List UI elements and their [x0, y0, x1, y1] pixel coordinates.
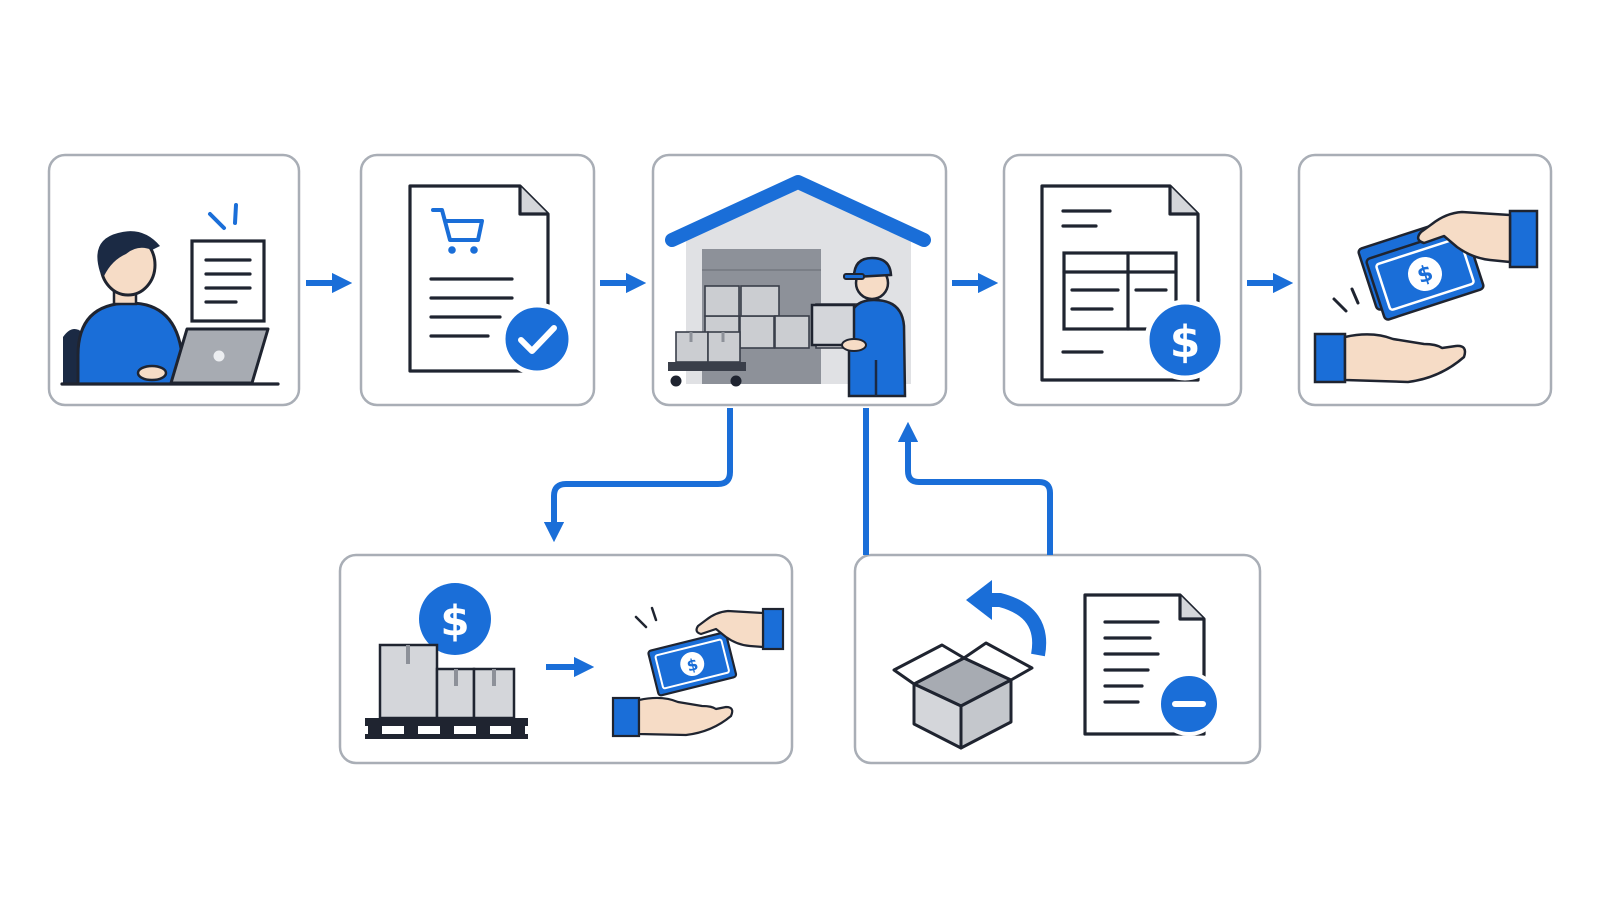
dollar-badge-icon	[419, 583, 491, 655]
cash-bill-icon: $	[647, 631, 738, 697]
dollar-symbol: $	[440, 597, 469, 646]
arrow-returns-to-warehouse	[897, 421, 1053, 555]
invoice-dollar-icon: $	[1040, 184, 1226, 382]
cash-bill-icon: $	[1365, 227, 1485, 321]
cap-icon	[852, 256, 893, 279]
dollar-badge-icon	[1144, 299, 1226, 381]
shopping-cart-icon	[431, 208, 484, 254]
dollar-symbol: $	[1170, 317, 1201, 368]
return-arrow-icon	[986, 593, 1047, 657]
order-document-check-icon	[408, 184, 574, 376]
warehouse-worker	[810, 256, 907, 398]
trolley-icon	[668, 331, 746, 387]
svg-text:$: $	[1414, 261, 1436, 290]
warehouse-worker-icon	[665, 175, 931, 398]
pallet-cash-icon: $ $	[365, 583, 785, 739]
svg-text:$: $	[685, 654, 700, 675]
approved-check-badge	[500, 302, 574, 376]
warehouse-roof	[665, 175, 931, 247]
flow-arrows	[306, 272, 1294, 555]
open-box-icon	[892, 641, 1034, 750]
check-icon	[518, 325, 557, 354]
return-box-credit-icon	[892, 580, 1221, 750]
customer-laptop-icon	[60, 203, 280, 386]
arrow-warehouse-to-cod	[543, 408, 733, 543]
cash-handover-icon: $	[1313, 209, 1539, 384]
